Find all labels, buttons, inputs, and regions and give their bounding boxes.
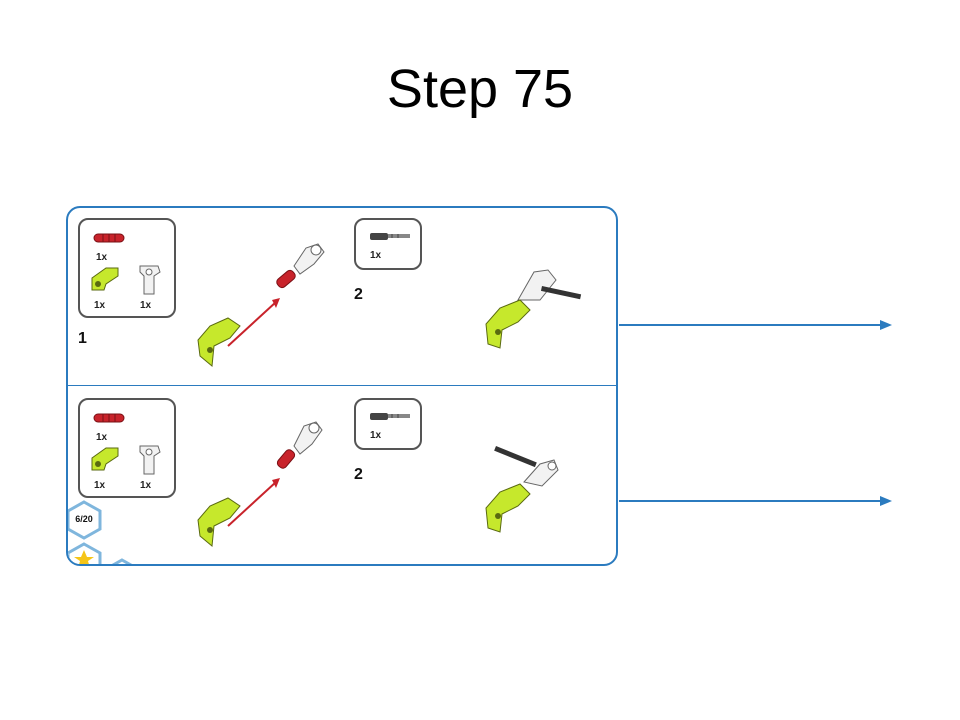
- part-qty: 1x: [94, 300, 106, 311]
- lime-angle-connector-icon: [88, 444, 124, 474]
- substep-number: 1: [78, 330, 87, 347]
- part-qty: 1x: [140, 480, 152, 491]
- progress-badge-label: 6/20: [75, 514, 93, 524]
- axle-pin-icon: [368, 408, 412, 424]
- axle-callout: 1x: [354, 398, 422, 450]
- parts-callout: 1x 1x 1x: [78, 218, 176, 318]
- assembly-result-icon: [478, 438, 588, 534]
- parts-callout: 1x 1x 1x: [78, 398, 176, 498]
- progress-badge: 6/20: [68, 500, 104, 540]
- assembly-diagram-icon: [188, 406, 338, 556]
- part-qty: 1x: [94, 480, 106, 491]
- arrow-right-icon: [880, 496, 892, 506]
- substep-number: 2: [354, 286, 363, 303]
- white-angle-connector-icon: [136, 264, 164, 296]
- slide-title: Step 75: [386, 59, 574, 119]
- instruction-row-bottom: 1x 1x 1x: [68, 388, 616, 564]
- row-divider: [68, 385, 616, 386]
- part-qty: 1x: [370, 250, 382, 261]
- flow-arrow-line: [619, 500, 881, 502]
- level-badge-label: 5: [66, 564, 104, 566]
- flow-arrow-line: [619, 324, 881, 326]
- level-badge: 5: [66, 542, 104, 566]
- part-qty: 1x: [140, 300, 152, 311]
- instruction-row-top: 1x 1x 1x 1: [68, 208, 616, 386]
- red-connector-icon: [92, 230, 126, 246]
- part-qty: 1x: [370, 430, 382, 441]
- red-connector-icon: [92, 410, 126, 426]
- axle-callout: 1x: [354, 218, 422, 270]
- lime-angle-connector-icon: [88, 264, 124, 294]
- assembly-diagram-icon: [188, 226, 338, 376]
- extra-badge-icon: [102, 558, 142, 564]
- substep-number: 2: [354, 466, 363, 483]
- axle-pin-icon: [368, 228, 412, 244]
- assembly-result-icon: [478, 260, 588, 350]
- part-qty: 1x: [96, 252, 108, 263]
- arrow-right-icon: [880, 320, 892, 330]
- white-angle-connector-icon: [136, 444, 164, 476]
- part-qty: 1x: [96, 432, 108, 443]
- instruction-panel: 1x 1x 1x 1: [66, 206, 618, 566]
